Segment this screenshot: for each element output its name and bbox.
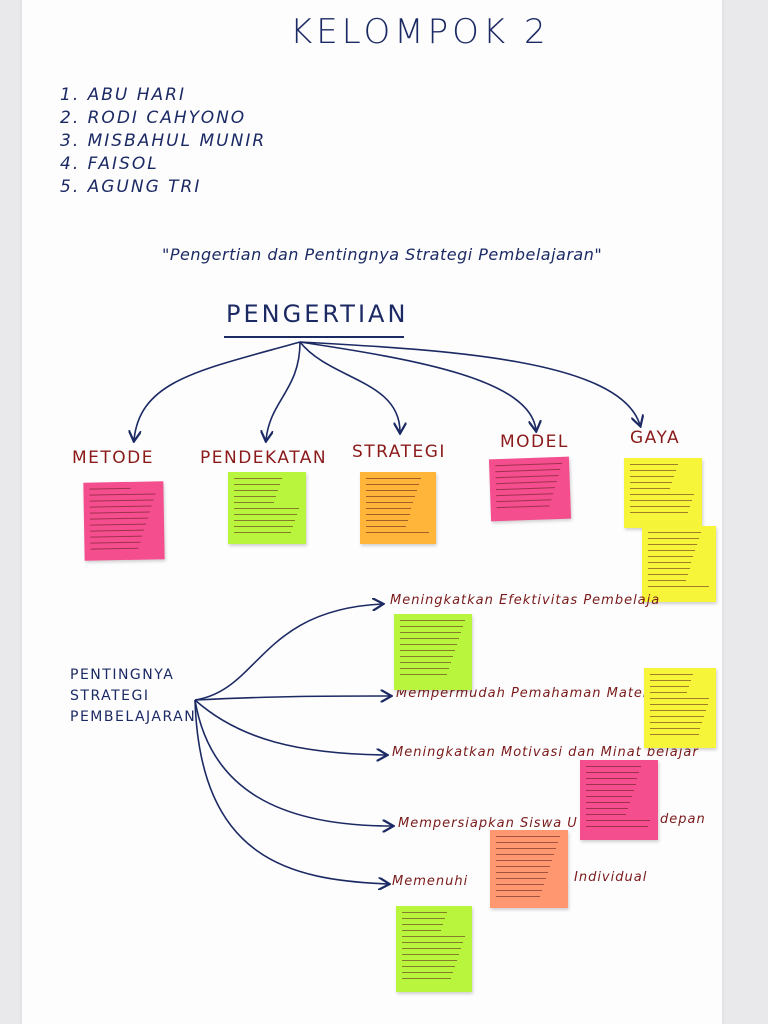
heading-underline bbox=[224, 336, 404, 338]
arrow-model bbox=[299, 341, 536, 430]
note-scribble bbox=[586, 766, 652, 834]
note-scribble bbox=[234, 478, 300, 538]
point-efektivitas: Meningkatkan Efektivitas Pembelaja bbox=[390, 593, 661, 608]
member-2: 2. RODI CAHYONO bbox=[60, 108, 247, 128]
arrow-point-3 bbox=[194, 699, 386, 755]
member-1: 1. ABU HARI bbox=[60, 85, 187, 105]
category-strategi: STRATEGI bbox=[352, 442, 446, 462]
point-individual-start: Memenuhi bbox=[392, 874, 469, 889]
category-metode: METODE bbox=[72, 448, 155, 468]
member-5: 5. AGUNG TRI bbox=[60, 177, 202, 197]
sticky-note-metode bbox=[83, 481, 165, 561]
note-scribble bbox=[366, 478, 430, 538]
arrow-point-1 bbox=[194, 604, 382, 701]
note-scribble bbox=[630, 464, 696, 522]
note-scribble bbox=[495, 462, 565, 515]
point-persiapan-end: depan bbox=[660, 812, 706, 827]
pengertian-heading: PENGERTIAN bbox=[226, 300, 409, 328]
arrow-gaya bbox=[299, 341, 640, 425]
point-individual-end: Individual bbox=[574, 870, 648, 885]
member-4: 4. FAISOL bbox=[60, 154, 159, 174]
category-gaya: GAYA bbox=[630, 428, 681, 448]
arrow-strategi bbox=[299, 341, 400, 432]
point-motivasi: Meningkatkan Motivasi dan Minat belajar bbox=[392, 745, 699, 760]
category-pendekatan: PENDEKATAN bbox=[200, 448, 328, 468]
sticky-note-individual bbox=[396, 906, 472, 992]
sticky-note-persiapan bbox=[490, 830, 568, 908]
pentingnya-heading: PENTINGNYA STRATEGI PEMBELAJARAN bbox=[70, 667, 197, 725]
note-scribble bbox=[89, 487, 158, 554]
sticky-note-pemahaman bbox=[644, 668, 716, 748]
category-model: MODEL bbox=[500, 432, 569, 452]
arrow-point-4 bbox=[194, 699, 392, 826]
note-scribble bbox=[400, 620, 466, 684]
note-scribble bbox=[402, 912, 466, 986]
sticky-note-motivasi bbox=[580, 760, 658, 840]
topic-subtitle: "Pengertian dan Pentingnya Strategi Pemb… bbox=[162, 245, 603, 264]
sticky-note-strategi bbox=[360, 472, 436, 544]
arrow-point-2 bbox=[194, 696, 390, 700]
sticky-note-gaya-1 bbox=[624, 458, 702, 528]
sticky-note-model bbox=[488, 456, 572, 522]
group-title: KELOMPOK 2 bbox=[290, 12, 550, 52]
sticky-note-pendekatan bbox=[228, 472, 306, 544]
arrow-pendekatan bbox=[266, 341, 301, 440]
member-3: 3. MISBAHUL MUNIR bbox=[60, 131, 267, 151]
point-persiapan: Mempersiapkan Siswa U bbox=[398, 816, 578, 831]
note-scribble bbox=[496, 836, 562, 902]
note-scribble bbox=[648, 532, 710, 596]
note-scribble bbox=[650, 674, 710, 742]
arrow-metode bbox=[134, 341, 301, 440]
arrow-point-5 bbox=[194, 699, 388, 884]
sticky-note-gaya-2 bbox=[642, 526, 716, 602]
sticky-note-efektivitas bbox=[394, 614, 472, 690]
